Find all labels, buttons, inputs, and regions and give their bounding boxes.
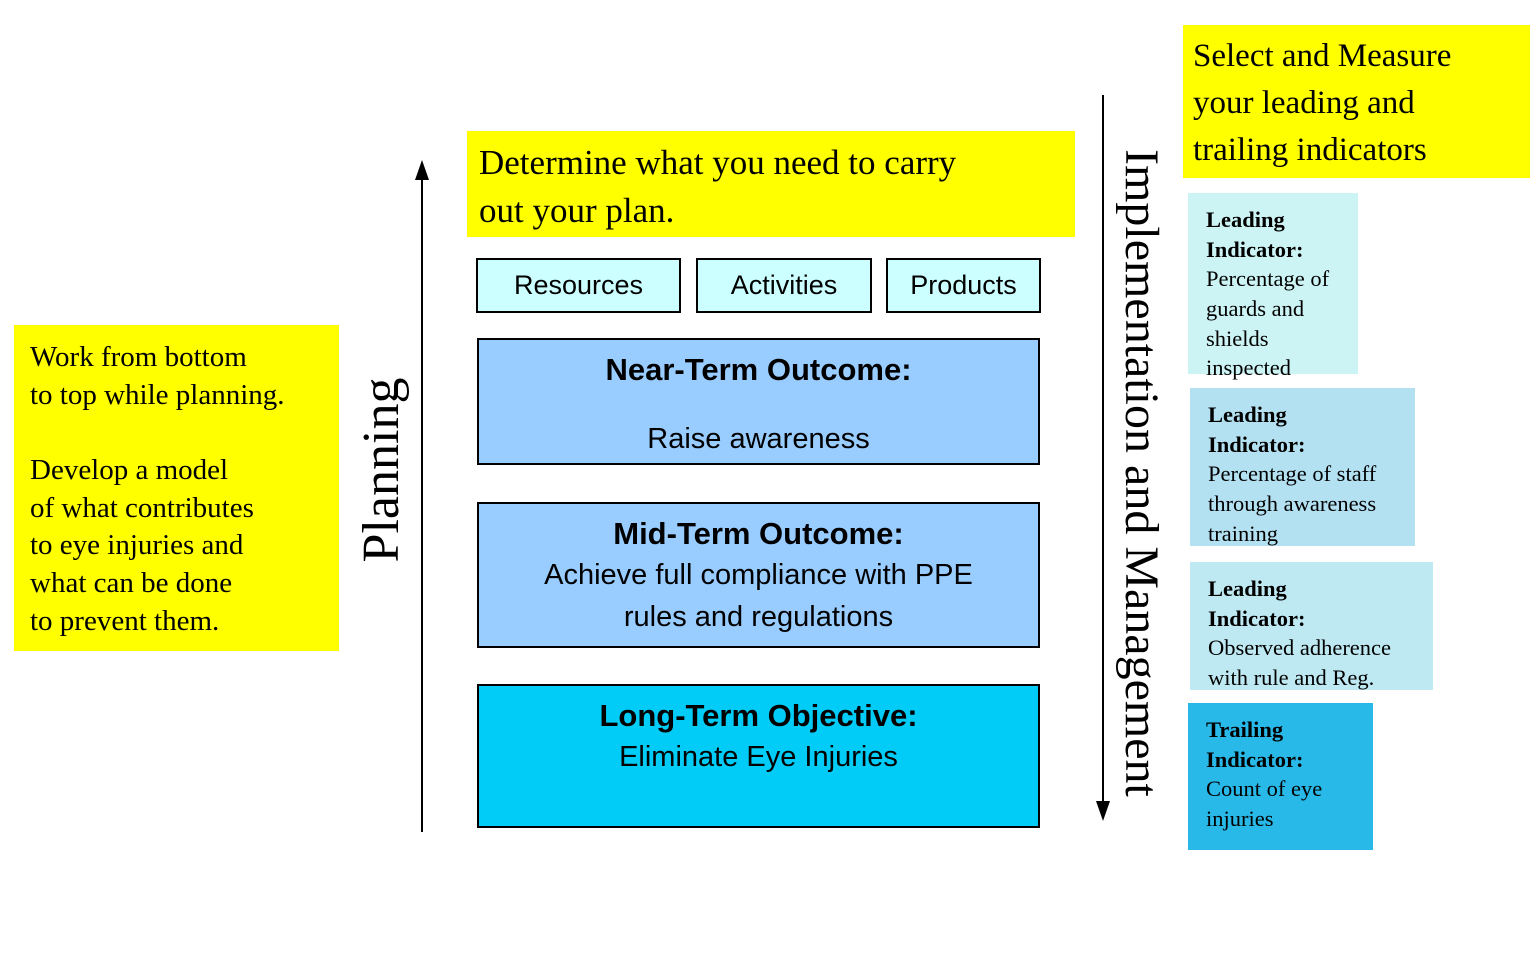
leading-indicator-3-heading: Leading Indicator: bbox=[1208, 576, 1306, 631]
trailing-indicator-heading: Trailing Indicator: bbox=[1206, 717, 1304, 772]
leading-indicator-1-body: Percentage of guards and shields inspect… bbox=[1206, 266, 1330, 381]
mid-term-outcome-body: Achieve full compliance with PPE rules a… bbox=[544, 559, 973, 634]
products-box: Products bbox=[886, 258, 1041, 313]
implementation-axis-label: Implementation and Management bbox=[1115, 149, 1169, 797]
planning-note: Work from bottom to top while planning. … bbox=[14, 325, 339, 651]
leading-indicator-3-body: Observed adherence with rule and Reg. bbox=[1208, 635, 1392, 691]
implementation-down-arrow bbox=[1096, 95, 1110, 821]
leading-indicator-card-2: Leading Indicator: Percentage of staff t… bbox=[1190, 388, 1415, 546]
leading-indicator-card-1: Leading Indicator: Percentage of guards … bbox=[1188, 193, 1358, 380]
long-term-objective-body: Eliminate Eye Injuries bbox=[619, 741, 898, 773]
long-term-objective-box: Long-Term Objective: Eliminate Eye Injur… bbox=[477, 684, 1040, 828]
leading-indicator-2-body: Percentage of staff through awareness tr… bbox=[1208, 461, 1377, 546]
long-term-objective-title: Long-Term Objective: bbox=[599, 698, 918, 733]
select-measure-note: Select and Measure your leading and trai… bbox=[1183, 25, 1530, 178]
near-term-outcome-title: Near-Term Outcome: bbox=[605, 352, 912, 387]
products-label: Products bbox=[910, 270, 1017, 300]
resources-box: Resources bbox=[476, 258, 681, 313]
trailing-indicator-body: Count of eye injuries bbox=[1206, 776, 1323, 832]
resources-label: Resources bbox=[513, 270, 644, 300]
activities-label: Activities bbox=[730, 270, 838, 300]
leading-indicator-2-heading: Leading Indicator: bbox=[1208, 402, 1306, 457]
leading-indicator-card-3: Leading Indicator: Observed adherence wi… bbox=[1190, 562, 1433, 690]
near-term-outcome-box: Near-Term Outcome: Raise awareness bbox=[477, 338, 1040, 465]
activities-box: Activities bbox=[696, 258, 872, 313]
planning-up-arrow bbox=[415, 160, 429, 832]
near-term-outcome-body: Raise awareness bbox=[647, 423, 870, 455]
determine-instruction: Determine what you need to carry out you… bbox=[467, 131, 1075, 237]
leading-indicator-1-heading: Leading Indicator: bbox=[1206, 207, 1304, 262]
mid-term-outcome-title: Mid-Term Outcome: bbox=[613, 516, 904, 551]
trailing-indicator-card: Trailing Indicator: Count of eye injurie… bbox=[1188, 703, 1373, 850]
mid-term-outcome-box: Mid-Term Outcome: Achieve full complianc… bbox=[477, 502, 1040, 648]
